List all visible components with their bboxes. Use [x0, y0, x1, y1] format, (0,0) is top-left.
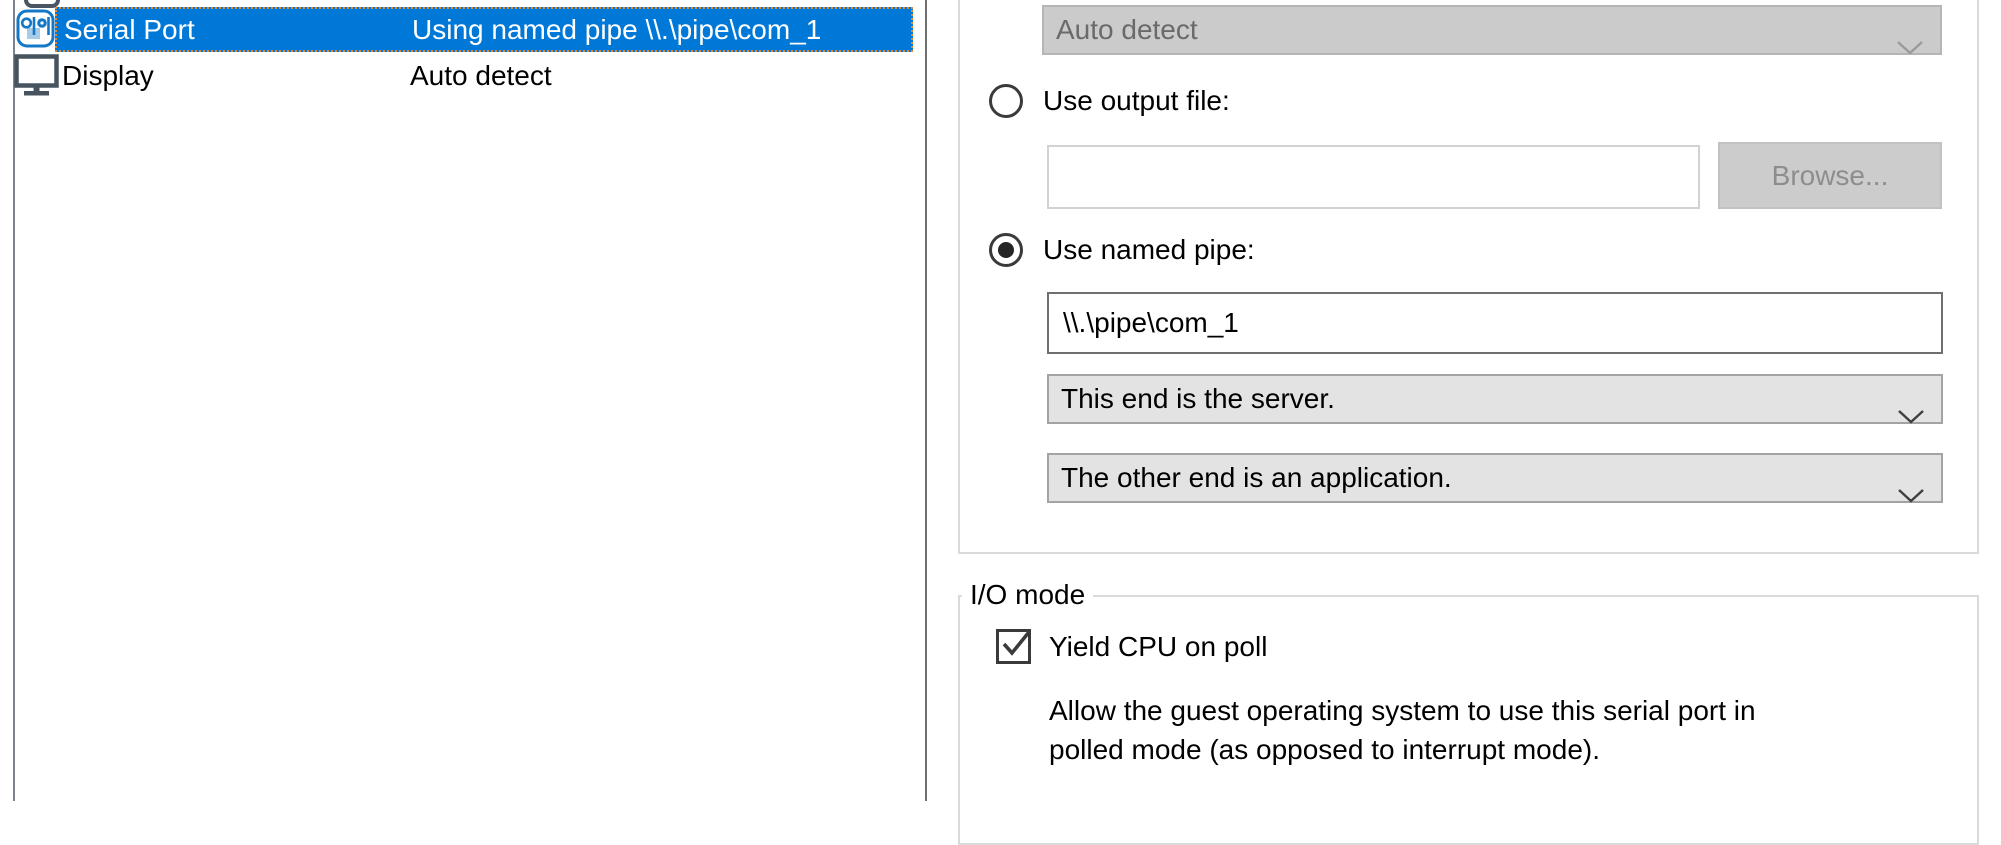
previous-device-icon-partial — [24, 0, 60, 8]
list-panel-divider — [925, 0, 927, 801]
display-icon — [14, 54, 59, 104]
pipe-near-end-combobox[interactable]: This end is the server. — [1047, 374, 1943, 424]
io-mode-description-line2: polled mode (as opposed to interrupt mod… — [1049, 734, 1600, 765]
physical-serial-port-value: Auto detect — [1056, 14, 1198, 45]
named-pipe-input[interactable] — [1047, 292, 1943, 354]
device-summary: Using named pipe \\.\pipe\com_1 — [412, 14, 822, 45]
device-name: Serial Port — [64, 14, 195, 45]
use-named-pipe-radio[interactable] — [989, 233, 1023, 267]
list-left-border — [13, 0, 15, 801]
device-row-serial-port[interactable]: Serial Port Using named pipe \\.\pipe\co… — [0, 7, 925, 53]
radio-selected-dot — [998, 242, 1014, 258]
chevron-down-icon — [1896, 24, 1924, 70]
chevron-down-icon — [1897, 472, 1925, 518]
checkmark-icon — [1002, 630, 1031, 656]
use-output-file-radio[interactable] — [989, 84, 1023, 118]
io-mode-group-label: I/O mode — [962, 577, 1094, 613]
serial-port-icon — [16, 9, 55, 55]
browse-button[interactable]: Browse... — [1718, 142, 1942, 209]
io-mode-description-line1: Allow the guest operating system to use … — [1049, 695, 1756, 726]
use-output-file-label[interactable]: Use output file: — [1043, 85, 1230, 116]
yield-cpu-checkbox[interactable] — [996, 629, 1031, 664]
chevron-down-icon — [1897, 393, 1925, 439]
physical-serial-port-combobox[interactable]: Auto detect — [1042, 5, 1942, 55]
use-named-pipe-label[interactable]: Use named pipe: — [1043, 234, 1255, 265]
selected-row-highlight[interactable]: Serial Port Using named pipe \\.\pipe\co… — [55, 7, 913, 52]
pipe-far-end-value: The other end is an application. — [1061, 462, 1452, 493]
pipe-near-end-value: This end is the server. — [1061, 383, 1335, 414]
device-summary: Auto detect — [410, 60, 552, 91]
pipe-far-end-combobox[interactable]: The other end is an application. — [1047, 453, 1943, 503]
device-row-display[interactable]: Display Auto detect — [0, 53, 925, 99]
device-name: Display — [62, 60, 154, 91]
output-file-input[interactable] — [1047, 145, 1700, 209]
yield-cpu-label[interactable]: Yield CPU on poll — [1049, 631, 1268, 662]
